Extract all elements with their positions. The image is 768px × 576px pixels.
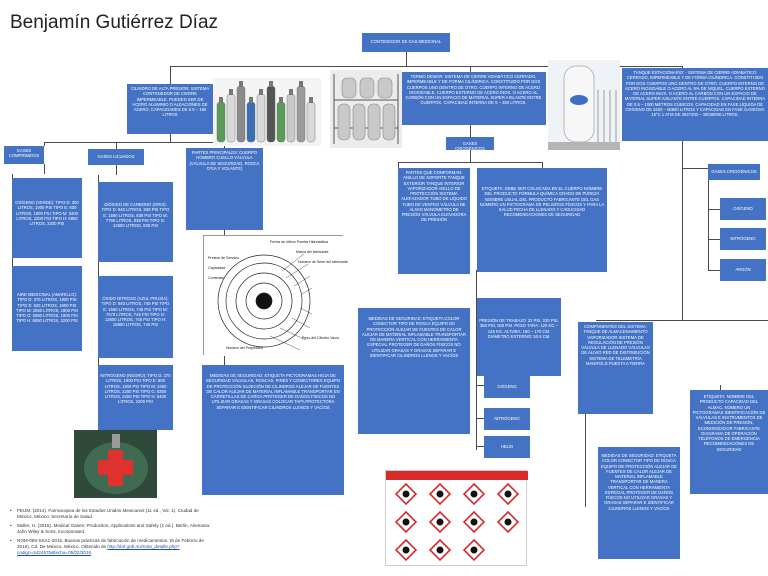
reference-text: NOM-059-SSA1-2015, Buenas prácticas de f… [17,537,204,549]
node-tanque-oxigeno: OXÍGENO [720,198,766,220]
node-gas-helio: HELIO [484,436,530,458]
hazard-symbol [470,490,478,498]
label-diagram-caption: Peso del Cilindro Vacío [302,336,340,340]
node-tanque-nitrogeno: NITRÓGENO [720,228,766,250]
label-diagram-caption: Presión de Servicio [208,256,239,260]
label-diagram-caption: Fecha de último Prueba Hidrostática [270,240,329,244]
root-node: CONTENEDOR DE GAS MEDICINAL [362,33,450,52]
cylinders-image [213,78,321,146]
references: FEUM. (2014). Farmacopea de los Estados … [10,508,215,559]
hazard-symbol [402,546,410,554]
cylinder-shape [286,93,296,143]
hazard-symbol [436,518,444,526]
page-title: Benjamín Gutiérrez Díaz [10,12,219,33]
hazard-pictograms-chart [385,470,528,566]
node-gas-oxigeno: OXÍGENO [484,376,530,398]
reference-item: NOM-059-SSA1-2015, Buenas prácticas de f… [10,538,215,556]
cylinder-shape [296,85,306,143]
cylinder-valve [229,89,233,95]
label-diagram-caption: Capacidad [208,266,226,270]
cylinder-valve [219,97,223,103]
node-gases-comprimidos: GASES COMPRIMIDOS [4,146,44,164]
node-n2o: ÓXIDO NITROSO (AZUL PRUSIA): TIPO D: 940… [98,276,173,358]
node-tanque-gases-criogenicos: GASES CRIOGÉNICOS [708,164,760,180]
hazard-symbol [504,490,512,498]
node-etiqueta-termo: ETIQUETA: DEBE SER COLOCADA EN EL CUERPO… [477,168,607,272]
cylinder-shape [266,85,276,143]
node-presion-termo: PRESIÓN DE TRABAJO: 22 PSI, 230 PSI, 350… [477,298,561,376]
label-diagram-caption: Contenido [208,276,225,280]
cylinder-shape [256,93,266,143]
cylinder-valve [299,81,303,87]
cylinder-shape [226,93,236,143]
node-cilindro: CILINDRO DE ALTA PRESIÓN: SISTEMA CONTEN… [127,84,213,134]
hazard-symbol [402,518,410,526]
node-medidas-termo: MEDIDAS DE SEGURIDAD: ETIQUETA COLOR CON… [358,308,470,434]
node-medidas-cilindro: MEDIDAS DE SEGURIDAD: ETIQUETA PICTOGRAM… [202,365,344,495]
pictograms-title [386,471,528,480]
cylinder-valve [269,81,273,87]
node-partes-termo: PARTES QUE CONFORMAN: ANILLO DE SOPORTE … [398,168,470,274]
node-etiqueta-tanque: ETIQUETA: NOMBRE DEL PRODUCTO CAPACIDAD … [690,390,768,494]
node-aire-medicinal: AIRE MEDICINAL (AMARILLO): TIPO D: 375 L… [12,266,82,351]
cylinder-valve [279,97,283,103]
cylinder-shape [216,101,226,143]
cylinder-shape [306,101,316,143]
hazard-symbol [504,518,512,526]
stationary-tank-image [548,60,620,150]
label-diagram-caption: Marca del fabricante [296,250,329,254]
node-tanque-argon: ARGÓN [720,259,766,281]
node-oxigeno-verde: OXÍGENO (VERDE): TIPO D: 300 LITROS, 190… [12,178,82,258]
reference-link[interactable]: http://dof.gob.mx/nota_detalle.php?codig… [17,543,180,555]
node-gases-licuados: GASES LICUADOS [88,149,144,165]
cylinder-valve [239,81,243,87]
cylinder-valve [289,89,293,95]
hazard-symbol [402,490,410,498]
label-diagram-caption: Número de Serie del fabricante [298,260,348,264]
node-gas-nitrogeno: NITRÓGENO [484,408,530,430]
hazard-symbol [436,546,444,554]
cylinder-shape [236,85,246,143]
node-tanque: TANQUE ESTACIONARIO: - SISTEMA DE CIERRE… [622,68,768,141]
hazard-symbol [436,490,444,498]
node-nitrogeno-negro: NITRÓGENO (NEGRO): TIPO D: 370 LITROS, 1… [98,365,173,430]
reference-item: FEUM. (2014). Farmacopea de los Estados … [10,508,215,520]
node-componentes-tanque: COMPONENTES DEL SISTEMA: TANQUE DE ALMAC… [578,322,653,414]
reference-item: Müller, H. (2015). Medical Gases: Produc… [10,523,215,535]
gas-valve-image [74,430,157,498]
node-termo: TERMO DEWAR: SISTEMA DE CIERRE ADIABÁTIC… [401,72,546,125]
hazard-symbol [470,518,478,526]
label-diagram-caption: Número del Propietario [226,346,263,350]
cylinder-valve [309,97,313,103]
cylinder-shape [246,101,256,143]
cylinder-valve [249,97,253,103]
node-co2: DIÓXIDO DE CARBONO (GRIS): TIPO D: 940 L… [98,182,173,262]
cylinder-valve [259,89,263,95]
hazard-symbol [470,546,478,554]
node-partes-principales: PARTES PRINCIPALES: CUERPO HOMBRO CUELLO… [186,148,263,230]
node-gases-criogenicos: GASES CRIOGÉNICOS [446,137,494,150]
dewar-rack-image [330,70,402,148]
cylinder-shape [276,101,286,143]
node-medidas-tanque: MEDIDAS DE SEGURIDAD: ETIQUETA COLOR CON… [598,447,680,559]
